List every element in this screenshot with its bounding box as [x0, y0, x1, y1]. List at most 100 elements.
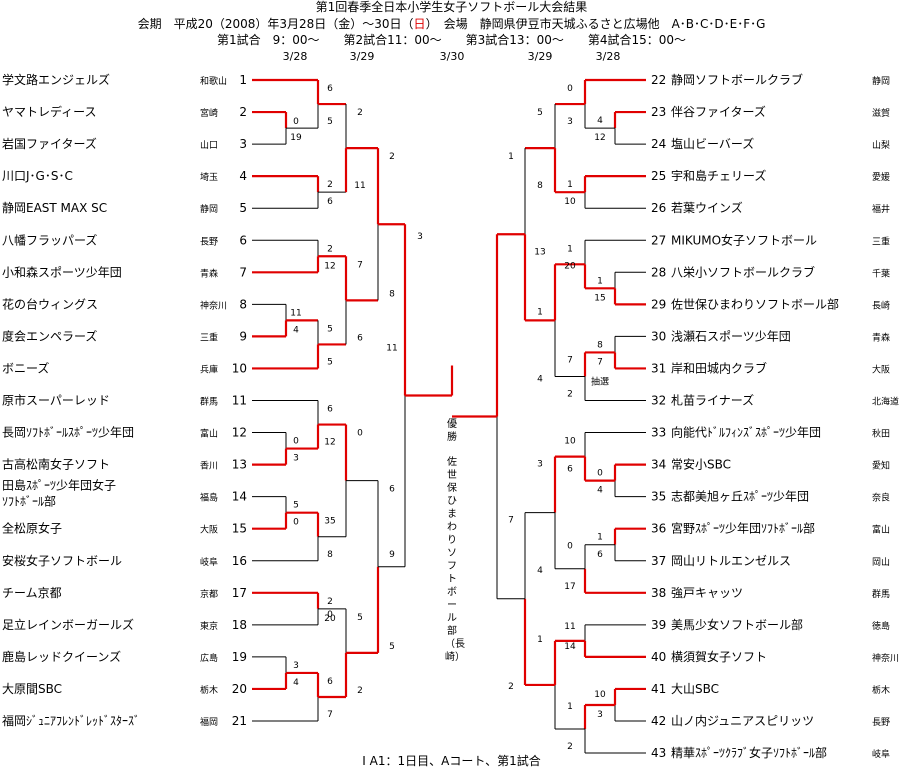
- seed-number: 9: [239, 329, 247, 343]
- seed-number: 35: [651, 490, 666, 504]
- seed-number: 17: [232, 586, 247, 600]
- team-prefecture: 青森: [200, 267, 218, 279]
- score: 9: [389, 550, 395, 560]
- team-prefecture: 秋田: [872, 428, 890, 440]
- seed-number: 19: [232, 650, 247, 664]
- team-name: 静岡ソフトボールクラブ: [671, 72, 803, 87]
- team-name: 岩国ファイターズ: [2, 136, 97, 151]
- team-prefecture: 愛媛: [872, 171, 890, 183]
- sunday-mark: 日: [413, 17, 426, 31]
- score: 6: [327, 405, 333, 415]
- team-prefecture: 東京: [200, 620, 218, 632]
- score: 0: [567, 542, 573, 552]
- seed-number: 41: [651, 682, 666, 696]
- team-name: 浅瀬石スポーツ少年団: [671, 329, 791, 343]
- score: 3: [597, 710, 603, 720]
- team-prefecture: 三重: [200, 331, 218, 343]
- score: 0: [327, 610, 333, 620]
- team-prefecture: 大阪: [872, 363, 890, 375]
- team-prefecture: 神奈川: [200, 299, 227, 311]
- seed-number: 6: [239, 233, 247, 247]
- team-prefecture: 愛知: [872, 460, 890, 472]
- event-info-pre: 会期 平成20（2008）年3月28日（金）～30日（: [137, 17, 414, 31]
- score: 5: [357, 613, 363, 623]
- score: 17: [564, 582, 575, 592]
- seed-number: 25: [651, 169, 666, 183]
- team-name: 八幡フラッパーズ: [2, 232, 97, 247]
- score: 6: [357, 333, 363, 343]
- seed-number: 16: [232, 554, 247, 568]
- team-prefecture: 京都: [200, 588, 218, 600]
- seed-number: 43: [651, 746, 666, 760]
- team-prefecture: 岐阜: [200, 556, 218, 568]
- seed-number: 18: [232, 618, 247, 632]
- bracket-lines: [252, 78, 646, 754]
- score: 5: [389, 642, 395, 652]
- team-name: 足立レインボーガールズ: [2, 617, 134, 632]
- seed-number: 13: [232, 458, 247, 472]
- seed-number: 42: [651, 714, 666, 728]
- team-prefecture: 富山: [200, 428, 218, 440]
- score: 0: [567, 84, 573, 94]
- page-title: 第1回春季全日本小学生女子ソフトボール大会結果: [315, 0, 588, 14]
- score: 6: [567, 465, 573, 475]
- team-prefecture: 群馬: [872, 588, 890, 600]
- score: 7: [567, 355, 573, 365]
- score: 10: [564, 197, 576, 207]
- team-prefecture: 埼玉: [200, 171, 218, 183]
- score: 8: [327, 550, 333, 560]
- team-prefecture: 岡山: [872, 557, 890, 568]
- seed-number: 32: [651, 394, 666, 408]
- round-date: 3/29: [350, 50, 375, 63]
- score: 1: [567, 244, 573, 254]
- score: 8: [597, 340, 603, 350]
- game-schedule: 第1試合 9：00～ 第2試合11：00～ 第3試合13：00～ 第4試合15：…: [216, 33, 687, 47]
- seed-number: 37: [651, 554, 666, 568]
- score: 11: [564, 622, 575, 632]
- score: 0: [293, 437, 299, 447]
- score: 6: [327, 677, 333, 687]
- seed-number: 7: [239, 265, 247, 279]
- score: 4: [537, 566, 543, 576]
- round-date: 3/28: [596, 50, 621, 63]
- seed-number: 12: [232, 426, 247, 440]
- event-info: 会期 平成20（2008）年3月28日（金）～30日（日） 会場 静岡県伊豆市天…: [0, 17, 903, 31]
- team-prefecture: 富山: [872, 524, 890, 536]
- score: 1: [537, 307, 543, 317]
- seed-number: 1: [239, 73, 247, 87]
- team-prefecture: 福岡: [200, 716, 218, 728]
- team-name: 宇和島チェリーズ: [671, 168, 766, 183]
- team-name: 強戸キャッツ: [671, 586, 743, 600]
- score: 3: [567, 117, 573, 127]
- team-prefecture: 栃木: [200, 684, 218, 696]
- team-prefecture: 和歌山: [200, 75, 227, 87]
- score: 11: [354, 181, 365, 191]
- score: 5: [327, 117, 333, 127]
- team-name: 度会エンペラーズ: [2, 328, 97, 343]
- seed-number: 30: [651, 329, 666, 343]
- team-name: 川口J･G･S･C: [2, 169, 73, 183]
- team-name: チーム京都: [2, 586, 62, 600]
- team-name: 札苗ライナーズ: [671, 393, 754, 408]
- team-prefecture: 青森: [872, 331, 890, 343]
- team-name: 岡山リトルエンゼルス: [671, 554, 791, 568]
- score: 6: [327, 84, 333, 94]
- score: 5: [327, 324, 333, 334]
- score: 2: [357, 686, 363, 696]
- tiebreak-label: 抽選: [591, 375, 609, 387]
- team-name: 向能代ﾄﾞﾙﾌｨﾝｽﾞｽﾎﾟｰﾂ少年団: [671, 425, 821, 440]
- seed-number: 39: [651, 618, 666, 632]
- score: 2: [389, 152, 395, 162]
- team-name: ヤマトレディース: [2, 104, 97, 119]
- score: 2: [327, 597, 333, 607]
- score: 20: [564, 261, 576, 271]
- seed-number: 14: [232, 490, 247, 504]
- score: 3: [293, 661, 299, 671]
- score: 5: [327, 357, 333, 367]
- team-prefecture: 長野: [872, 717, 890, 728]
- team-name: 鹿島レッドクイーンズ: [2, 649, 121, 664]
- seed-number: 29: [651, 297, 666, 311]
- round-date: 3/28: [283, 50, 308, 63]
- seed-number: 3: [239, 137, 247, 151]
- team-name: 花の台ウィングス: [2, 296, 98, 311]
